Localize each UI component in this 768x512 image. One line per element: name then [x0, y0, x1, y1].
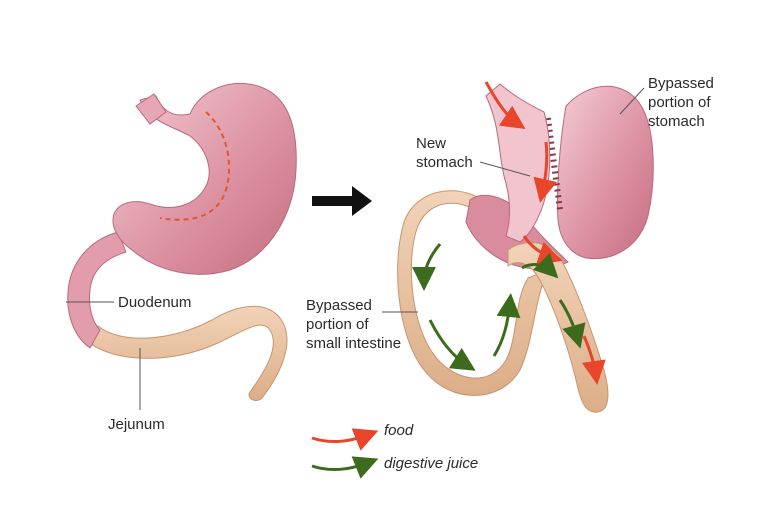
cut-line — [159, 111, 230, 221]
bypassed-stomach-label: Bypassed portion of stomach — [648, 74, 714, 131]
new-stomach-leader — [479, 161, 531, 177]
legend-juice-arrow — [311, 456, 379, 479]
esophagus-stub — [135, 93, 167, 125]
bypassed-stomach-leader — [619, 87, 645, 115]
bypassed-stomach-label-line2: portion of — [648, 94, 711, 111]
jejunum-label: Jejunum — [108, 416, 165, 433]
bypass-anatomy — [397, 81, 654, 413]
bypassed-intestine-label: Bypassed portion of small intestine — [306, 296, 401, 353]
bypassed-stomach-shape — [556, 85, 654, 260]
legend-juice-label: digestive juice — [384, 455, 479, 472]
right-arrow-icon — [312, 186, 372, 216]
new-stomach-label: New stomach — [416, 134, 473, 172]
juice-arrow-1 — [412, 243, 442, 291]
legend-food-arrow — [311, 428, 379, 451]
bypassed-intestine-label-line1: Bypassed — [306, 297, 372, 314]
food-arrow-4 — [581, 335, 606, 385]
new-stomach-label-line1: New — [416, 135, 447, 152]
bypassed-intestine-label-line3: small intestine — [306, 335, 402, 352]
duodenum-shape — [67, 231, 127, 349]
bypassed-intestine-label-line2: portion of — [306, 316, 369, 333]
food-arrow-1 — [484, 81, 526, 129]
jejunum-shape — [85, 305, 288, 401]
juice-arrow-4 — [521, 252, 559, 279]
bypassed-stomach-label-line1: Bypassed — [648, 75, 714, 92]
duodenum-label: Duodenum — [118, 294, 192, 311]
bypassed-stomach-label-line3: stomach — [648, 113, 705, 130]
food-arrow-2 — [533, 141, 557, 203]
juice-arrow-2 — [428, 319, 476, 371]
legend-food-label: food — [384, 422, 414, 439]
normal-anatomy — [67, 83, 297, 401]
juice-arrow-3 — [492, 293, 521, 357]
juice-arrow-5 — [558, 299, 586, 349]
new-stomach-label-line2: stomach — [416, 154, 473, 171]
normal-stomach-shape — [112, 83, 297, 275]
